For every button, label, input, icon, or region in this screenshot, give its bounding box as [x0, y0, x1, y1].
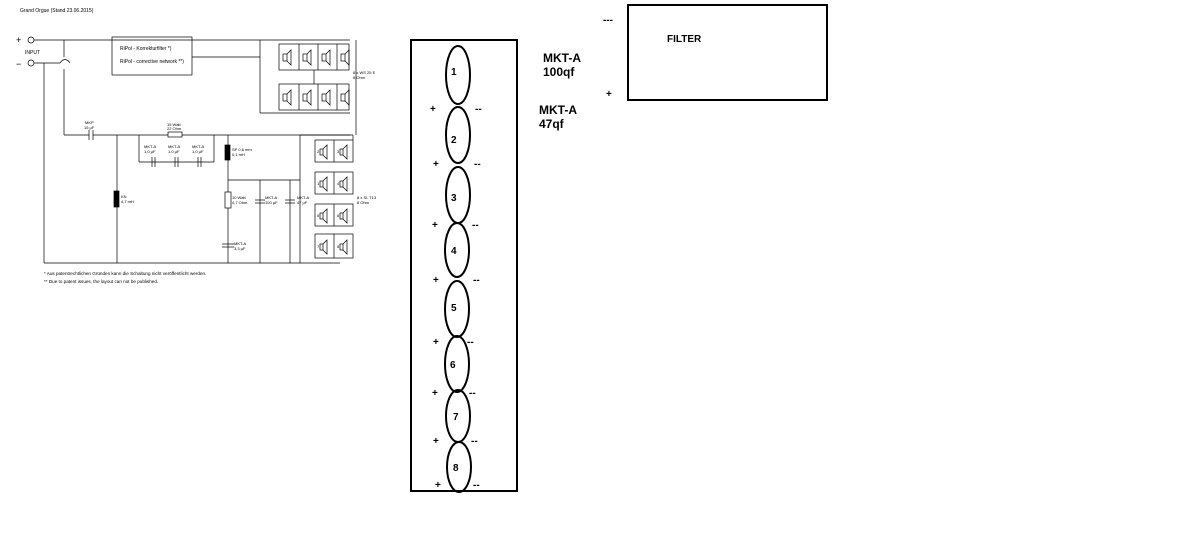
- sl-label: 8 x SL T13: [357, 195, 377, 200]
- c47-label: MKT-A: [297, 195, 310, 200]
- chain-minus-6: --: [469, 388, 476, 399]
- mkta-47-value: 47qf: [539, 117, 565, 131]
- speaker-oval-2: [445, 106, 471, 164]
- chain-minus-1: --: [475, 104, 482, 115]
- spk-num: 1: [317, 181, 320, 186]
- speaker-number-7: 7: [453, 412, 459, 423]
- mkta2-value: 1,0 µF: [168, 149, 180, 154]
- chain-plus-6: +: [432, 388, 438, 399]
- c33-label: MKT-A: [234, 241, 247, 246]
- speaker-number-6: 6: [450, 360, 456, 371]
- chain-minus-5: --: [467, 337, 474, 348]
- input-plus-terminal: [27, 36, 35, 44]
- c100-label: MKT-A: [265, 195, 278, 200]
- input-label: INPUT: [25, 50, 40, 56]
- ws-label: 8 x WS 25 E: [353, 70, 376, 75]
- spk-num: 6: [337, 213, 340, 218]
- chain-minus-2: --: [474, 159, 481, 170]
- spk-num: 3: [337, 149, 340, 154]
- chain-minus-4: --: [473, 275, 480, 286]
- chain-plus-1: +: [430, 104, 436, 115]
- mkta2-label: MKT-A: [168, 144, 181, 149]
- speaker-oval-3: [445, 166, 471, 224]
- mkp-value: 15 µF: [84, 125, 95, 130]
- res15-value: 22 Ohm: [167, 126, 182, 131]
- chain-plus-2: +: [433, 159, 439, 170]
- chain-frame: [410, 39, 518, 492]
- speaker-number-1: 1: [451, 67, 457, 78]
- sl-ohm: 8 Ohm: [357, 200, 370, 205]
- chain-minus-7: --: [471, 436, 478, 447]
- ripol-label-en: RiPol - corrective network **): [120, 59, 184, 65]
- chain-minus-8: --: [473, 480, 480, 491]
- ws-ohm: 8 Ohm: [353, 75, 366, 80]
- filter-label: FILTER: [667, 34, 702, 45]
- chain-minus-3: --: [472, 220, 479, 231]
- kn-label: KN: [121, 194, 127, 199]
- speaker-oval-5: [444, 280, 470, 338]
- input-plus-sign: +: [16, 35, 21, 45]
- woofer-array: [278, 43, 350, 111]
- filter-plus-sign: +: [606, 89, 612, 100]
- c33-value: 3,3 µF: [234, 246, 246, 251]
- c47-value: 47 µF: [297, 200, 308, 205]
- mkta-47-label: MKT-A: [539, 103, 577, 117]
- spk-num: 7: [317, 244, 320, 249]
- schematic-title: Grand Orgue (Stand 23.06.2015): [20, 8, 94, 14]
- res10-value: 4,7 Ohm: [232, 200, 248, 205]
- mkta3-label: MKT-A: [192, 144, 205, 149]
- speaker-chain: 1 2 3 4 5 6 7 8 + -- + -- + -- + -- + --…: [410, 39, 518, 493]
- speaker-number-8: 8: [453, 463, 459, 474]
- chain-plus-5: +: [433, 337, 439, 348]
- spk-num: 2: [317, 149, 320, 154]
- speaker-number-4: 4: [451, 246, 457, 257]
- speaker-oval-4: [444, 222, 470, 278]
- spk-num: 4: [337, 181, 340, 186]
- mkta1-value: 1,0 µF: [144, 149, 156, 154]
- filter-minus-sign: ---: [603, 15, 613, 26]
- input-minus-terminal: [27, 59, 35, 67]
- kn-value: 4,7 mH: [121, 199, 134, 204]
- speaker-oval-8: [446, 441, 472, 493]
- mkta1-label: MKT-A: [144, 144, 157, 149]
- chain-plus-8: +: [435, 480, 441, 491]
- res10-power: 10 Watt: [232, 195, 247, 200]
- mkta-100-value: 100qf: [543, 65, 575, 79]
- ripol-label-de: RiPol - Korrekturfilter *): [120, 46, 172, 52]
- c100-value: 100 µF: [265, 200, 278, 205]
- speaker-number-5: 5: [451, 303, 457, 314]
- sp-label: SP 0,6 mm: [232, 147, 252, 152]
- note-en: ** Due to patent issues, the layout can …: [44, 279, 158, 284]
- note-de: * Aus patentrechtlichen Gründen kann die…: [44, 271, 206, 276]
- sp-value: 0,1 mH: [232, 152, 245, 157]
- tweeter-array: [300, 134, 354, 259]
- chain-plus-3: +: [432, 220, 438, 231]
- speaker-number-3: 3: [451, 193, 457, 204]
- mkp-label: MKP: [85, 120, 94, 125]
- chain-plus-4: +: [433, 275, 439, 286]
- spk-num: 5: [317, 213, 320, 218]
- res15-power: 15 Watt: [167, 122, 182, 127]
- input-minus-sign: −: [16, 59, 21, 69]
- chain-plus-7: +: [433, 436, 439, 447]
- mkta3-value: 1,0 µF: [192, 149, 204, 154]
- speaker-number-2: 2: [451, 135, 457, 146]
- spk-num: 8: [337, 244, 340, 249]
- ripol-box: [111, 36, 193, 76]
- speaker-oval-6: [444, 335, 470, 393]
- speaker-oval-1: [445, 45, 471, 105]
- filter-box: [627, 4, 828, 101]
- mkta-100-label: MKT-A: [543, 51, 581, 65]
